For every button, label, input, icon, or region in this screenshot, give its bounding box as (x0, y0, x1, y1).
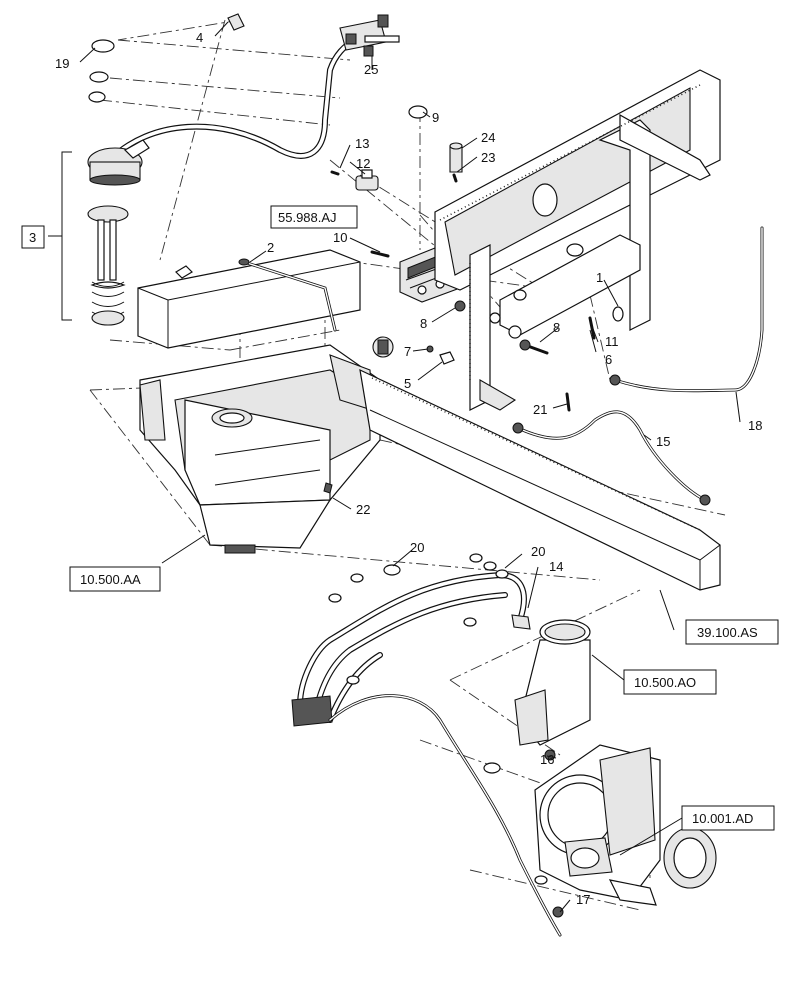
check-valve-lower (372, 336, 394, 358)
fuel-line-18 (609, 226, 764, 393)
callout-15: 15 (656, 434, 670, 449)
nut-8a (454, 300, 466, 312)
callout-24: 24 (481, 130, 495, 145)
clip-1 (612, 306, 624, 322)
ref-box-10500ao (623, 669, 717, 695)
callout-5: 5 (404, 376, 411, 391)
callout-12: 12 (356, 156, 370, 171)
fuel-level-sender (87, 205, 129, 326)
callout-25: 25 (364, 62, 378, 77)
fuel-tank (139, 344, 381, 554)
fuel-return-hose (107, 14, 400, 163)
clip-22 (323, 482, 333, 494)
ref-box-39100as (685, 619, 779, 645)
air-cleaner (514, 619, 591, 746)
bracket-3 (48, 151, 72, 321)
callout-11: 11 (605, 334, 619, 349)
clip-23 (452, 173, 458, 183)
ref-box-10500aa (69, 566, 161, 592)
reference-boxes: 3 55.988.AJ 10.500.AA 39.100.AS 10.500.A… (21, 205, 779, 831)
fitting-4 (227, 13, 245, 31)
clip-near-sender (175, 265, 193, 279)
callout-13: 13 (355, 136, 369, 151)
leader-lines (79, 21, 741, 913)
engine (534, 744, 661, 906)
fuel-line-15 (512, 410, 711, 506)
ref-10001ad: 10.001.AD (692, 811, 753, 826)
filter-24 (449, 142, 463, 173)
clamp-9 (408, 105, 428, 119)
ref-box-55988aj (270, 205, 358, 229)
solenoid-valve-12 (355, 169, 379, 191)
callout-18: 18 (748, 418, 762, 433)
callout-10: 10 (333, 230, 347, 245)
stud-11-6 (588, 316, 596, 340)
callout-numbers: 4 19 25 9 24 13 23 12 10 2 1 8 8 11 7 6 … (55, 30, 762, 907)
hose-set-14 (291, 571, 531, 727)
callout-22: 22 (356, 502, 370, 517)
callout-2: 2 (267, 240, 274, 255)
fuel-line-17 (328, 694, 564, 937)
frame-beam (359, 368, 721, 591)
fuel-cap (87, 139, 150, 186)
ref-box-3 (21, 225, 45, 249)
flywheel-ring (663, 827, 717, 889)
fitting-2 (238, 258, 337, 332)
bolt-13 (330, 170, 340, 176)
callout-9: 9 (432, 110, 439, 125)
callout-20-right: 20 (531, 544, 545, 559)
mounting-frame (434, 69, 721, 411)
callout-6: 6 (605, 352, 612, 367)
clamp-5 (439, 351, 455, 365)
callout-4: 4 (196, 30, 203, 45)
callout-3: 3 (29, 230, 36, 245)
clamps-20 (328, 553, 548, 885)
ref-10500ao: 10.500.AO (634, 675, 696, 690)
callout-14: 14 (549, 559, 563, 574)
callout-1: 1 (596, 270, 603, 285)
ref-10500aa: 10.500.AA (80, 572, 141, 587)
callout-7: 7 (404, 344, 411, 359)
callout-17: 17 (576, 892, 590, 907)
callout-16: 16 (540, 752, 554, 767)
bolt-8b (519, 339, 549, 355)
ref-box-10001ad (681, 805, 775, 831)
clip-21 (565, 392, 571, 412)
callout-20-left: 20 (410, 540, 424, 555)
ref-39100as: 39.100.AS (697, 625, 758, 640)
ref-55988aj: 55.988.AJ (278, 210, 337, 225)
bolt-10 (370, 250, 390, 258)
callout-19: 19 (55, 56, 69, 71)
callout-8-upper: 8 (420, 316, 427, 331)
callout-23: 23 (481, 150, 495, 165)
callout-21: 21 (533, 402, 547, 417)
callout-8-lower: 8 (553, 320, 560, 335)
hose-clamps-19 (88, 39, 115, 103)
frame-rail-left (137, 249, 361, 349)
